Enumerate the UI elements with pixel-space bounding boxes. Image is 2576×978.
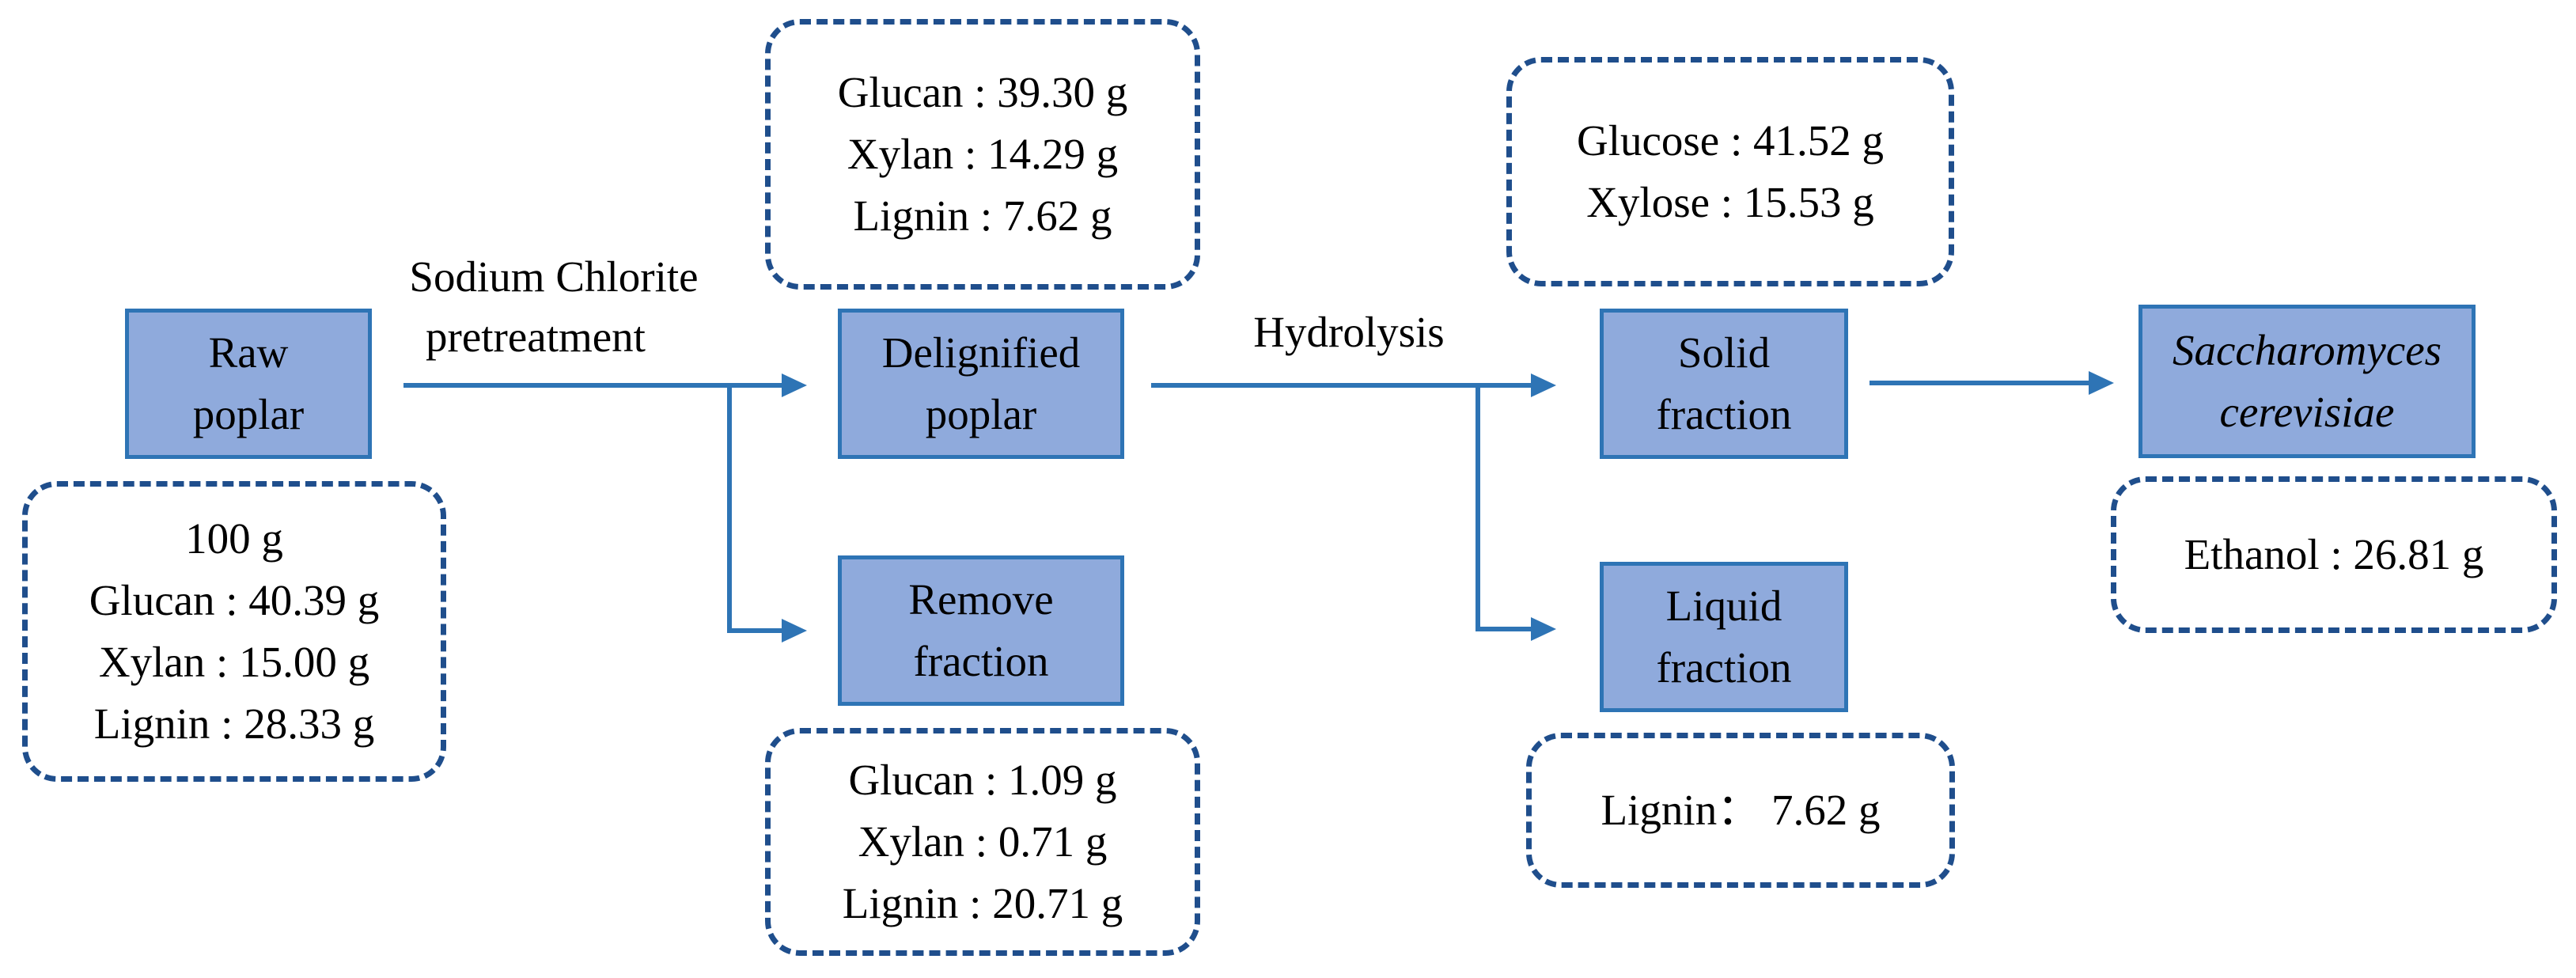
- yeast-line1: Saccharomyces: [2172, 326, 2442, 374]
- delignified-composition-line: Lignin : 7.62 g: [853, 191, 1112, 240]
- delignified-composition-line: Glucan : 39.30 g: [837, 68, 1128, 116]
- liquid-fraction-node: Liquid fraction: [1600, 562, 1848, 712]
- saccharomyces-cerevisiae-node: Saccharomyces cerevisiae: [2138, 305, 2476, 458]
- liquid-composition-line: Lignin： 7.62 g: [1601, 786, 1881, 834]
- ethanol-composition-line: Ethanol : 26.81 g: [2184, 530, 2484, 578]
- solid-fraction-node: Solid fraction: [1600, 309, 1848, 459]
- solid-fraction-line1: Solid: [1677, 328, 1771, 377]
- delignified-poplar-line1: Delignified: [881, 328, 1081, 377]
- raw-poplar-line2: poplar: [192, 390, 305, 438]
- delignified-composition-box: Glucan : 39.30 g Xylan : 14.29 g Lignin …: [765, 19, 1200, 290]
- solid-fraction-line2: fraction: [1656, 390, 1792, 438]
- arrowhead-delignified-to-solid: [1531, 373, 1556, 397]
- delignified-poplar-line2: poplar: [925, 390, 1037, 438]
- raw-poplar-node: Raw poplar: [125, 309, 372, 459]
- pretreatment-label-line1: Sodium Chlorite: [409, 252, 699, 301]
- raw-composition-line: Xylan : 15.00 g: [98, 638, 370, 686]
- arrow-branch-to-remove-fraction: [727, 385, 782, 633]
- removed-composition-line: Lignin : 20.71 g: [842, 879, 1123, 927]
- solid-composition-box: Glucose : 41.52 g Xylose : 15.53 g: [1506, 57, 1954, 286]
- raw-composition-box: 100 g Glucan : 40.39 g Xylan : 15.00 g L…: [22, 481, 446, 782]
- arrow-branch-to-liquid-fraction: [1476, 385, 1531, 631]
- remove-fraction-node: Remove fraction: [838, 555, 1124, 706]
- hydrolysis-label: Hydrolysis: [1253, 308, 1445, 356]
- delignified-composition-line: Xylan : 14.29 g: [847, 130, 1119, 178]
- delignified-poplar-node: Delignified poplar: [838, 309, 1124, 459]
- raw-composition-line: Lignin : 28.33 g: [93, 699, 375, 748]
- raw-composition-line: 100 g: [185, 514, 283, 563]
- ethanol-composition-box: Ethanol : 26.81 g: [2111, 476, 2557, 633]
- liquid-fraction-line1: Liquid: [1665, 582, 1782, 630]
- solid-composition-line: Xylose : 15.53 g: [1586, 178, 1874, 226]
- liquid-composition-box: Lignin： 7.62 g: [1526, 733, 1955, 888]
- remove-fraction-line2: fraction: [913, 637, 1049, 685]
- raw-composition-line: Glucan : 40.39 g: [89, 576, 380, 624]
- liquid-fraction-line2: fraction: [1656, 643, 1792, 692]
- remove-fraction-line1: Remove: [908, 575, 1054, 624]
- arrowhead-to-liquid-fraction: [1531, 617, 1556, 641]
- arrowhead-raw-to-delignified: [782, 373, 807, 397]
- raw-poplar-line1: Raw: [208, 328, 289, 377]
- arrowhead-solid-to-yeast: [2089, 371, 2114, 395]
- solid-composition-line: Glucose : 41.52 g: [1576, 116, 1884, 165]
- removed-composition-box: Glucan : 1.09 g Xylan : 0.71 g Lignin : …: [765, 728, 1200, 956]
- pretreatment-label: Sodium Chlorite pretreatment: [380, 247, 728, 367]
- yeast-line2: cerevisiae: [2219, 388, 2395, 436]
- removed-composition-line: Glucan : 1.09 g: [848, 756, 1117, 804]
- arrowhead-to-remove-fraction: [782, 619, 807, 643]
- pretreatment-label-line2: pretreatment: [426, 313, 646, 361]
- removed-composition-line: Xylan : 0.71 g: [858, 817, 1108, 866]
